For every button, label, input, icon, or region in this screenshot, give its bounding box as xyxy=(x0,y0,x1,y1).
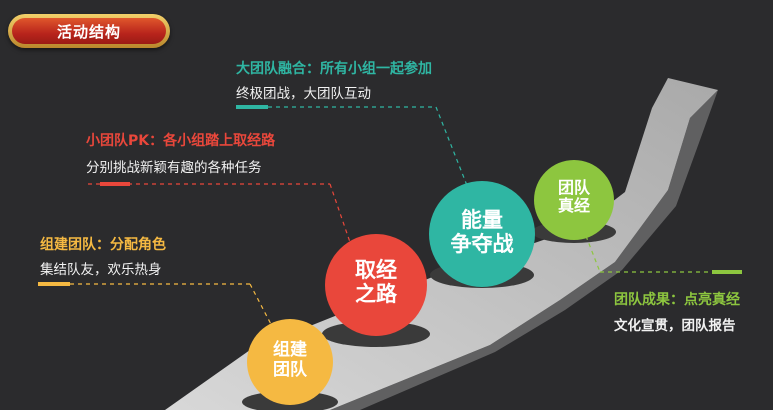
leader-marker-1 xyxy=(38,282,70,286)
stage-circle-label-2: 取经 之路 xyxy=(355,258,397,307)
stage-circle-label-3: 能量 争夺战 xyxy=(450,208,514,257)
stage-circle-label-4: 团队 真经 xyxy=(557,178,590,216)
stage-desc-4: 文化宣贯，团队报告 xyxy=(614,318,736,334)
road-arrow xyxy=(165,78,718,410)
stage-desc-1: 集结队友，欢乐热身 xyxy=(40,262,162,278)
leader-marker-4 xyxy=(712,270,742,274)
stage-desc-3: 终极团战，大团队互动 xyxy=(236,86,371,102)
stage-circle-1 xyxy=(247,319,333,405)
leader-line-3 xyxy=(236,106,469,189)
stage-title-1: 组建团队：分配角色 xyxy=(40,237,166,253)
stage-title-4: 团队成果：点亮真经 xyxy=(614,292,740,308)
section-badge-label: 活动结构 xyxy=(12,18,166,44)
stage-circle-3 xyxy=(429,181,535,287)
stage-circle-label-1: 组建 团队 xyxy=(273,340,307,380)
stage-circle-2 xyxy=(325,234,427,336)
leader-marker-3 xyxy=(236,105,268,109)
stage-desc-2: 分别挑战新颖有趣的各种任务 xyxy=(86,160,262,176)
leader-marker-2 xyxy=(100,182,130,186)
stage-circle-4 xyxy=(534,160,614,240)
stage-title-3: 大团队融合：所有小组一起参加 xyxy=(236,61,432,77)
stage-title-2: 小团队PK：各小组踏上取经路 xyxy=(86,133,276,149)
section-badge: 活动结构 xyxy=(8,14,170,48)
leader-line-4 xyxy=(585,235,742,273)
leader-line-1 xyxy=(38,283,275,331)
